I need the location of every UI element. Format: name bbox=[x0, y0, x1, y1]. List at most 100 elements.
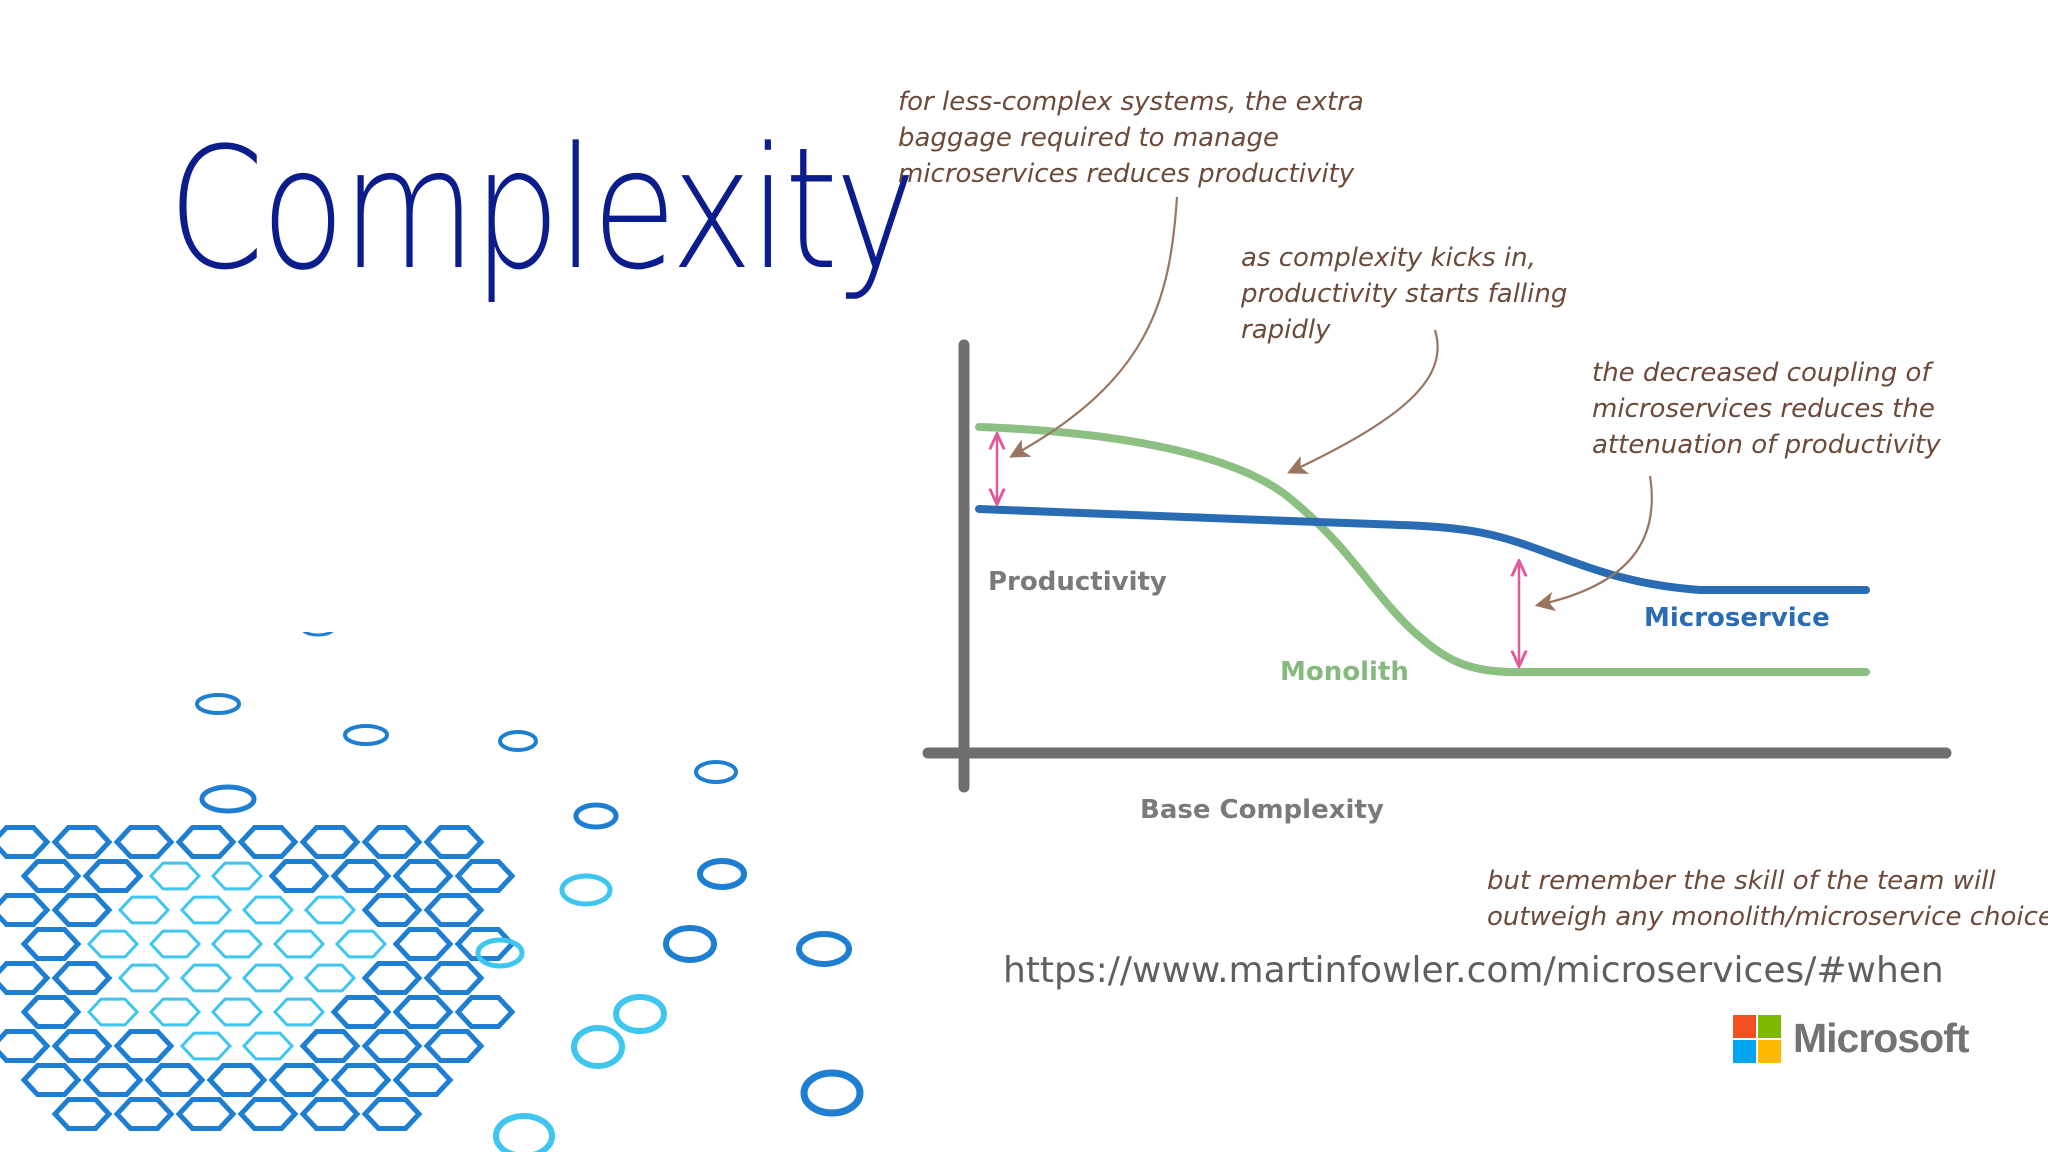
annotation-3-line-2: microservices reduces the bbox=[1592, 394, 1935, 424]
slide-title: Complexity bbox=[168, 111, 917, 307]
ring-shape bbox=[475, 937, 525, 969]
ring-shape bbox=[498, 730, 538, 752]
annotation-text-4: but remember the skill of the team will … bbox=[1487, 866, 2048, 932]
hexagon-shape bbox=[303, 963, 357, 993]
logo-square-red bbox=[1733, 1015, 1756, 1038]
hexagon-shape bbox=[86, 997, 140, 1027]
hexagon-shape bbox=[0, 961, 51, 995]
hexagon-shape bbox=[423, 961, 485, 995]
hexagon-shape bbox=[51, 1029, 113, 1063]
hexagon-shape bbox=[0, 825, 51, 859]
hexagon-shape bbox=[299, 1097, 361, 1131]
ring-shape bbox=[559, 873, 613, 907]
annotation-text-1: for less-complex systems, the extra bagg… bbox=[898, 87, 1372, 189]
ring-shape bbox=[697, 858, 747, 890]
hexagon-shape bbox=[179, 895, 233, 925]
hexagon-shape bbox=[272, 997, 326, 1027]
annotation-text-3: the decreased coupling of microservices … bbox=[1592, 358, 1943, 460]
hexagon-shape bbox=[148, 929, 202, 959]
hexagon-shape bbox=[51, 825, 113, 859]
logo-square-blue bbox=[1733, 1040, 1756, 1063]
hexagon-shape bbox=[241, 963, 295, 993]
hexagon-shape bbox=[299, 825, 361, 859]
hexagon-shape bbox=[241, 895, 295, 925]
annotation-arrow-2 bbox=[1287, 329, 1439, 474]
hexagon-shape bbox=[179, 1031, 233, 1061]
ring-shape bbox=[302, 632, 334, 637]
hexagon-shape bbox=[210, 997, 264, 1027]
hexagon-shape bbox=[20, 859, 82, 893]
hexagon-shape bbox=[392, 927, 454, 961]
ring-shape bbox=[613, 994, 667, 1034]
hexagon-shape bbox=[361, 1029, 423, 1063]
hexagon-shape bbox=[113, 1097, 175, 1131]
hexagon-shape bbox=[210, 929, 264, 959]
hexagon-shape bbox=[20, 1063, 82, 1097]
hexagon-shape bbox=[144, 1063, 206, 1097]
hexagon-shape bbox=[361, 961, 423, 995]
hexagon-shape bbox=[330, 859, 392, 893]
hexagon-shape bbox=[299, 1029, 361, 1063]
ring-shape bbox=[493, 1113, 555, 1152]
hexagon-shape bbox=[113, 825, 175, 859]
ring-shape bbox=[663, 925, 717, 963]
hexagon-shape bbox=[423, 1029, 485, 1063]
hexagon-shape bbox=[241, 1031, 295, 1061]
hexagon-shape bbox=[20, 995, 82, 1029]
series-label-monolith: Monolith bbox=[1280, 657, 1409, 687]
annotation-1-line-3: microservices reduces productivity bbox=[898, 159, 1355, 189]
logo-square-yellow bbox=[1758, 1040, 1781, 1063]
hexagon-shape bbox=[423, 825, 485, 859]
hexagon-shape bbox=[175, 825, 237, 859]
hexagon-shape bbox=[51, 893, 113, 927]
hexagon-shape bbox=[20, 927, 82, 961]
hexagon-shape bbox=[392, 859, 454, 893]
hexagon-shape bbox=[392, 995, 454, 1029]
hexagon-shape bbox=[454, 995, 516, 1029]
hexagon-shape bbox=[0, 893, 51, 927]
hexagon-shape bbox=[268, 859, 330, 893]
hexagon-shape bbox=[237, 825, 299, 859]
annotation-2-line-3: rapidly bbox=[1241, 315, 1331, 345]
hexagon-shape bbox=[330, 1063, 392, 1097]
source-url[interactable]: https://www.martinfowler.com/microservic… bbox=[1003, 950, 1944, 991]
hexagon-shape bbox=[454, 927, 516, 961]
ring-shape bbox=[800, 1069, 864, 1117]
annotation-arrow-1 bbox=[1009, 196, 1179, 458]
annotation-4-line-1: but remember the skill of the team will bbox=[1487, 866, 1996, 896]
monolith-curve bbox=[975, 423, 1870, 677]
microsoft-wordmark: Microsoft bbox=[1793, 1015, 1969, 1061]
annotation-arrow-3 bbox=[1534, 475, 1653, 612]
hexagon-shape bbox=[361, 825, 423, 859]
hexagon-shape bbox=[361, 893, 423, 927]
hexagon-shape bbox=[51, 961, 113, 995]
microservice-curve bbox=[975, 505, 1870, 594]
microsoft-logo: Microsoft bbox=[1733, 1015, 1969, 1067]
hexagon-shape bbox=[0, 1029, 51, 1063]
x-axis-label: Base Complexity bbox=[1140, 795, 1384, 825]
ring-shape bbox=[199, 784, 257, 814]
hexagon-shape bbox=[117, 895, 171, 925]
y-axis-label: Productivity bbox=[988, 567, 1167, 597]
hexagon-shape bbox=[454, 859, 516, 893]
hexagon-pattern bbox=[0, 632, 864, 1152]
ring-shape bbox=[694, 760, 738, 784]
annotation-text-2: as complexity kicks in, productivity sta… bbox=[1240, 243, 1576, 345]
hexagon-shape bbox=[392, 1063, 454, 1097]
annotation-3-line-3: attenuation of productivity bbox=[1592, 430, 1941, 460]
hexagon-shape bbox=[179, 963, 233, 993]
hexagon-shape bbox=[148, 997, 202, 1027]
hexagon-shape bbox=[206, 1063, 268, 1097]
ring-shape bbox=[796, 931, 852, 967]
hexagon-shape bbox=[237, 1097, 299, 1131]
ring-shape bbox=[571, 1025, 625, 1069]
hexagon-shape bbox=[268, 1063, 330, 1097]
hexagon-shape bbox=[113, 1029, 175, 1063]
ring-shape bbox=[573, 802, 619, 830]
hexagon-shape bbox=[210, 861, 264, 891]
annotation-1-line-2: baggage required to manage bbox=[898, 123, 1279, 153]
annotation-3-line-1: the decreased coupling of bbox=[1592, 358, 1934, 388]
hexagon-shape bbox=[330, 995, 392, 1029]
ring-shape bbox=[343, 724, 389, 746]
